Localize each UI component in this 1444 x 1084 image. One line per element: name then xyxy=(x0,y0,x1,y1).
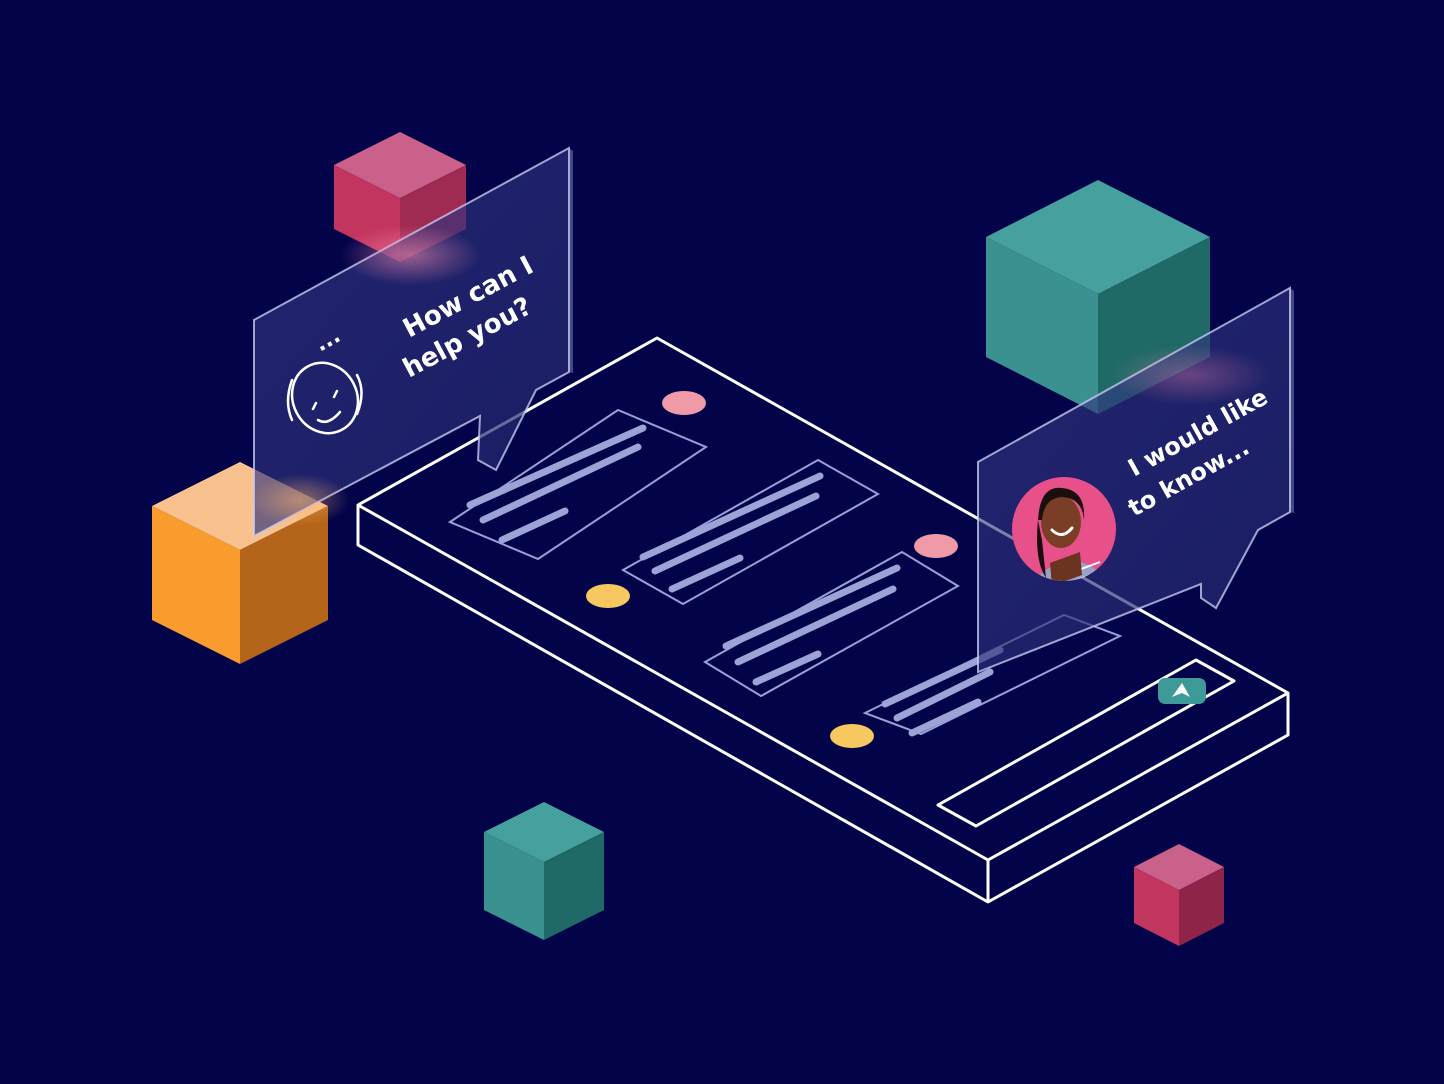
avatar-dot-pink-2 xyxy=(914,534,958,558)
avatar-dot-yellow-2 xyxy=(830,724,874,748)
message-row-2 xyxy=(586,458,881,608)
message-row-1 xyxy=(447,391,709,561)
user-avatar xyxy=(1012,477,1116,581)
cube-teal-small xyxy=(484,802,604,940)
message-row-3 xyxy=(703,534,960,698)
user-speech-bubble: I would like to know... xyxy=(977,286,1294,674)
message-list xyxy=(447,391,1123,748)
avatar-dot-yellow xyxy=(586,584,630,608)
bot-speech-bubble: ... How can I help you? xyxy=(250,146,573,538)
send-button[interactable] xyxy=(1158,678,1206,704)
robot-icon xyxy=(286,361,363,435)
message-input[interactable] xyxy=(936,658,1236,828)
send-icon xyxy=(1172,683,1190,697)
avatar-dot-pink xyxy=(662,391,706,415)
cube-crimson-small xyxy=(1134,844,1224,946)
